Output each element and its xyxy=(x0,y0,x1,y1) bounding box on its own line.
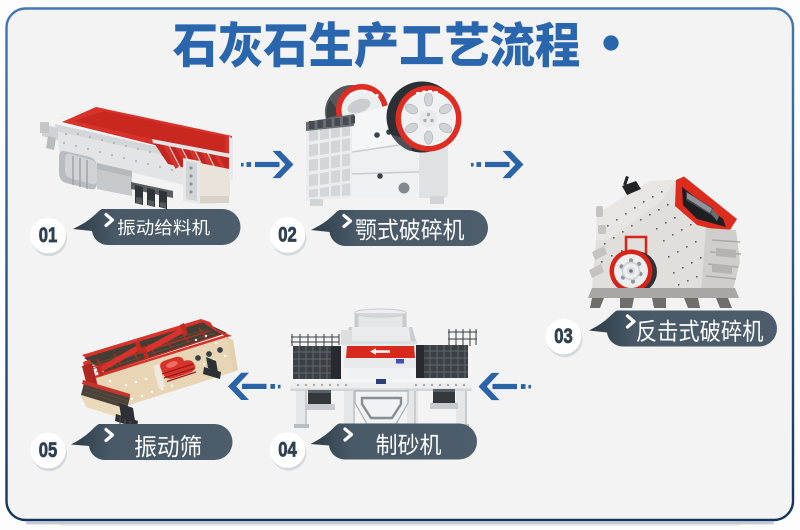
svg-text:05: 05 xyxy=(39,439,58,462)
svg-text:02: 02 xyxy=(278,223,297,246)
svg-text:01: 01 xyxy=(39,224,58,247)
svg-text:03: 03 xyxy=(554,325,573,348)
svg-text:04: 04 xyxy=(278,438,297,461)
